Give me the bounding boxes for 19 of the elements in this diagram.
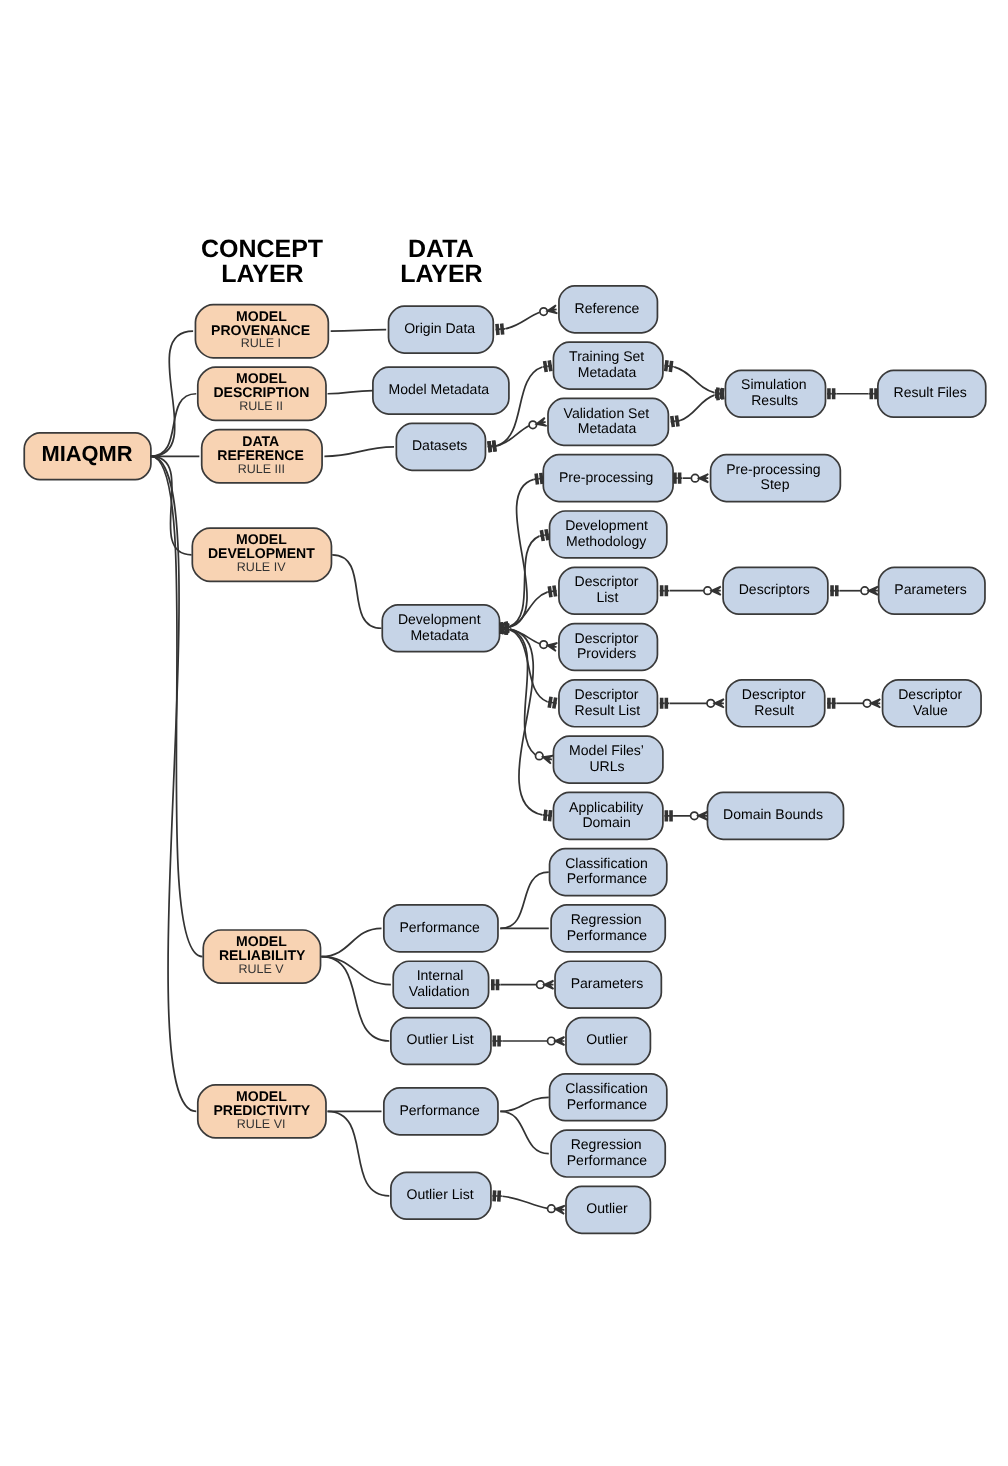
connector <box>498 1110 549 1155</box>
connector <box>498 927 549 930</box>
connector <box>325 389 373 395</box>
connector <box>325 1110 382 1113</box>
connector <box>322 446 394 458</box>
connector <box>328 328 387 333</box>
label: DATA LAYER <box>399 235 482 289</box>
connector <box>498 1096 549 1113</box>
connector <box>498 871 549 930</box>
connector <box>330 553 382 630</box>
label: CONCEPT LAYER <box>199 235 323 289</box>
connector <box>828 585 878 597</box>
connector <box>325 1110 390 1197</box>
connector <box>149 455 197 1113</box>
connector <box>485 416 547 453</box>
connector <box>149 455 203 958</box>
connector <box>319 927 382 958</box>
node-box: MIAQMR <box>22 431 151 481</box>
connector <box>319 955 390 1042</box>
